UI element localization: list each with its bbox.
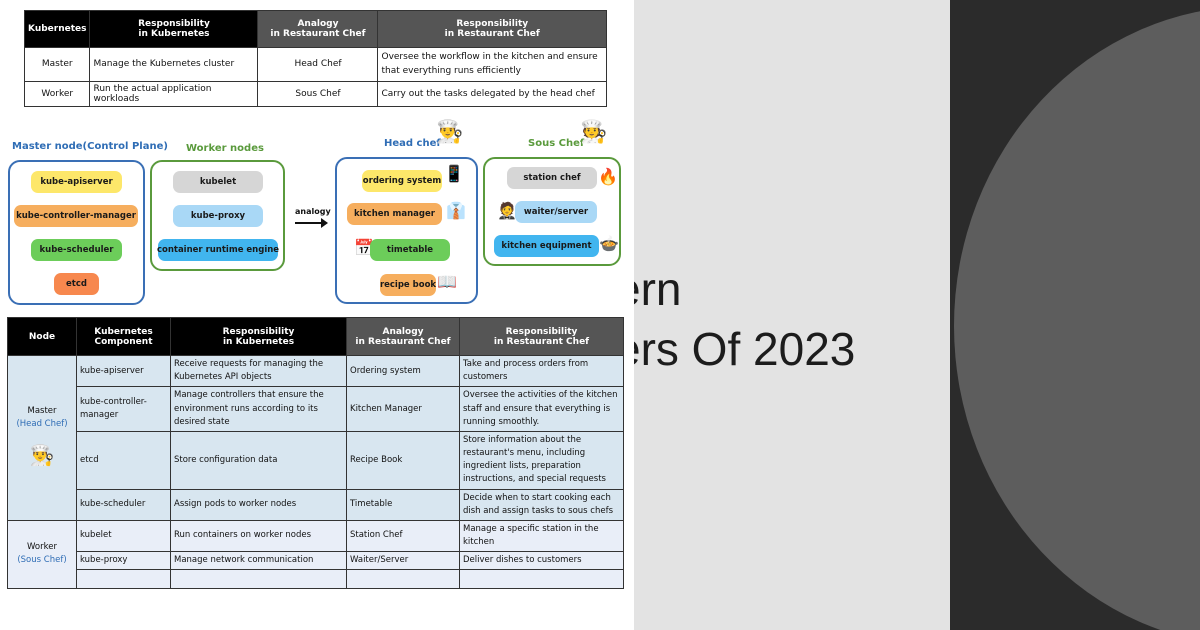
dark-side-panel [950,0,1200,630]
cell-component [76,569,171,589]
table-row: kube-proxy Manage network communication … [7,551,624,571]
cell-component: kube-scheduler [76,488,171,521]
pill-ordering-system: ordering system [362,170,442,192]
cell-responsibility: Manage network communication [170,551,347,571]
header-node: Node [7,317,77,356]
table-row: kube-controller-manager Manage controlle… [7,386,624,432]
pill-kubelet: kubelet [173,171,263,193]
pill-kitchen-manager: kitchen manager [347,203,442,225]
table-row: kube-scheduler Assign pods to worker nod… [7,488,624,521]
cell-analogy: Kitchen Manager [346,386,460,432]
master-node-title: Master node(Control Plane) [12,141,168,152]
cell-chef-responsibility [459,569,624,589]
cell-analogy: Sous Chef [257,80,379,107]
kubernetes-restaurant-infographic: Kubernetes Responsibility in Kubernetes … [0,0,634,630]
cell-chef-responsibility: Store information about the restaurant's… [459,430,624,490]
cell-chef-responsibility: Manage a specific station in the kitchen [459,519,624,553]
cell-analogy: Timetable [346,488,460,521]
table-row: Worker (Sous Chef) kubelet Run container… [7,519,624,589]
cell-analogy: Ordering system [346,354,460,388]
cell-node: Master [23,47,91,82]
head-chef-icon: 👨‍🍳 [29,442,55,467]
cell-responsibility: Assign pods to worker nodes [170,488,347,521]
table-row: Master Manage the Kubernetes cluster Hea… [23,47,607,82]
cell-chef-responsibility: Take and process orders from customers [459,354,624,388]
cell-component: etcd [76,430,171,490]
pill-kube-proxy: kube-proxy [173,205,263,227]
cell-responsibility: Manage controllers that ensure the envir… [170,386,347,432]
pill-timetable: timetable [370,239,450,261]
summary-table: Kubernetes Responsibility in Kubernetes … [23,10,607,107]
header-analogy: Analogy in Restaurant Chef [346,317,460,356]
sous-chef-icon: 🧑‍🍳 [580,120,608,145]
pill-kube-scheduler: kube-scheduler [31,239,122,261]
component-table: Node Kubernetes Component Responsibility… [7,317,624,589]
cell-responsibility: Manage the Kubernetes cluster [89,47,259,82]
header-kubernetes: Kubernetes [23,10,91,48]
cell-responsibility: Run the actual application workloads [89,80,259,107]
header-responsibility-k8s: Responsibility in Kubernetes [89,10,259,48]
header-responsibility-chef: Responsibility in Restaurant Chef [377,10,607,48]
cell-chef-responsibility: Deliver dishes to customers [459,551,624,571]
cell-responsibility: Store configuration data [170,430,347,490]
cell-analogy [346,569,460,589]
master-cell: Master (Head Chef) 👨‍🍳 [7,355,77,521]
cell-analogy: Station Chef [346,519,460,553]
header-component: Kubernetes Component [76,317,171,356]
cell-responsibility: Receive requests for managing the Kubern… [170,354,347,388]
cell-component: kube-controller-manager [76,386,171,432]
pill-kube-controller-manager: kube-controller-manager [14,205,138,227]
cell-chef-responsibility: Oversee the workflow in the kitchen and … [377,47,607,82]
pill-etcd: etcd [54,273,99,295]
analogy-label: analogy [295,207,331,216]
sous-chef-title: Sous Chef [528,138,585,149]
cell-component: kubelet [76,519,171,553]
master-sub-label: (Head Chef) [16,419,68,430]
cell-analogy: Waiter/Server [346,551,460,571]
fire-icon: 🔥 [598,167,618,186]
table-row: Worker Run the actual application worklo… [23,80,607,107]
manager-icon: 👔 [446,201,466,220]
table-row [7,569,624,589]
pill-container-runtime-engine: container runtime engine [157,239,279,261]
header-responsibility-k8s: Responsibility in Kubernetes [170,317,347,356]
analogy-arrow-icon [295,218,328,228]
pill-recipe-book: recipe book [380,274,436,296]
cell-responsibility [170,569,347,589]
pill-station-chef: station chef [507,167,597,189]
table-row: etcd Store configuration data Recipe Boo… [7,430,624,490]
master-label: Master [27,406,57,417]
cell-responsibility: Run containers on worker nodes [170,519,347,553]
worker-cell: Worker (Sous Chef) [7,519,77,589]
pill-kitchen-equipment: kitchen equipment [494,235,599,257]
head-chef-title: Head chef [384,138,441,149]
cell-chef-responsibility: Decide when to start cooking each dish a… [459,488,624,521]
header-responsibility-chef: Responsibility in Restaurant Chef [459,317,624,356]
phone-icon: 📱 [444,164,464,183]
pot-icon: 🍲 [599,234,619,253]
cell-chef-responsibility: Oversee the activities of the kitchen st… [459,386,624,432]
cell-analogy: Recipe Book [346,430,460,490]
cell-node: Worker [23,80,91,107]
worker-nodes-title: Worker nodes [186,143,264,154]
book-icon: 📖 [437,272,457,291]
pill-waiter-server: waiter/server [515,201,597,223]
cell-component: kube-apiserver [76,354,171,388]
cell-component: kube-proxy [76,551,171,571]
decorative-circle [954,6,1200,630]
header-analogy: Analogy in Restaurant Chef [257,10,379,48]
table-row: Master (Head Chef) 👨‍🍳 kube-apiserver Re… [7,354,624,521]
cell-chef-responsibility: Carry out the tasks delegated by the hea… [377,80,607,107]
chef-hat-icon: 👨‍🍳 [436,120,464,145]
calendar-icon: 📅 [354,238,374,257]
slide-title-line-2: ers Of 2023 [615,323,856,375]
cell-analogy: Head Chef [257,47,379,82]
pill-kube-apiserver: kube-apiserver [31,171,122,193]
worker-sub-label: (Sous Chef) [17,555,67,566]
waiter-icon: 🤵 [497,201,517,220]
worker-label: Worker [27,542,57,553]
